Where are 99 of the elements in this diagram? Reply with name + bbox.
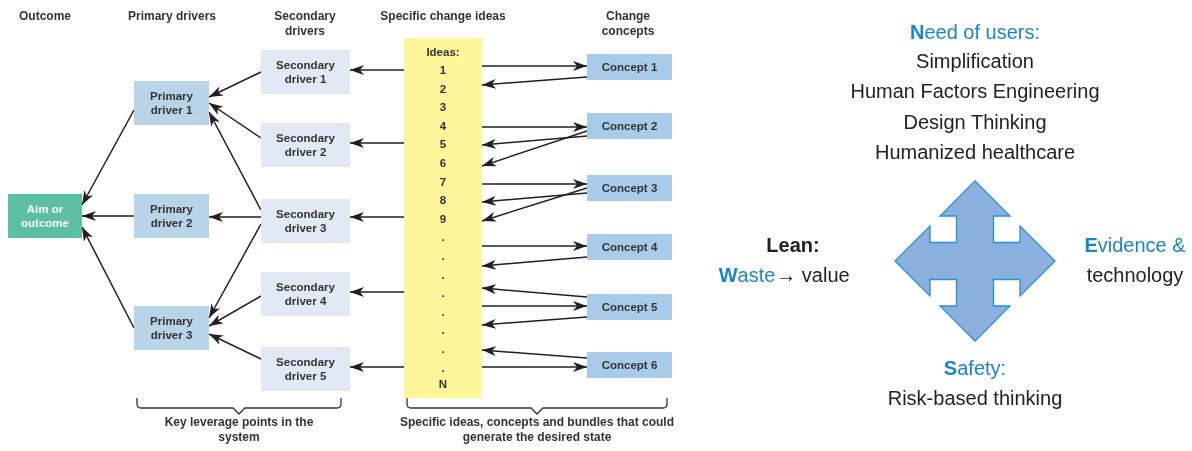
arrow [481, 130, 588, 167]
list-item: Humanized healthcare [873, 140, 1077, 164]
arrow [481, 284, 588, 298]
list-item: technology [1085, 263, 1185, 287]
concept-box [587, 113, 672, 139]
bracket-caption: Specific ideas, concepts and bundles that could generate the desired state [398, 415, 676, 445]
arrow [81, 226, 135, 329]
box-label: Secondary driver 2 [275, 131, 336, 159]
heading: Need of users: [908, 20, 1042, 44]
secondary-driver-box [261, 123, 350, 167]
box-label: Secondary driver 4 [275, 280, 336, 308]
box-label: Primary driver 2 [149, 202, 194, 230]
heading: Safety: [942, 356, 1008, 380]
heading: Evidence & [1083, 233, 1187, 257]
arrow [481, 346, 588, 359]
arrow [349, 287, 405, 297]
arrow [208, 111, 262, 211]
primary-driver-box [134, 306, 209, 350]
ideas-column [404, 38, 482, 398]
arrow [481, 301, 588, 311]
arrow [481, 122, 588, 132]
idea-number: 8 [438, 193, 448, 208]
arrow [349, 212, 405, 222]
idea-number: 6 [438, 156, 448, 170]
idea-number: 2 [438, 81, 448, 96]
arrow [349, 65, 405, 75]
concept-box [587, 54, 672, 80]
box-label: Concept 3 [601, 181, 658, 195]
idea-number: . [440, 267, 446, 282]
idea-number: . [440, 323, 446, 338]
outcome-box [8, 194, 82, 238]
list-item: Risk-based thinking [886, 386, 1064, 410]
idea-number: . [440, 286, 446, 301]
box-label: Concept 4 [601, 240, 658, 254]
arrow [208, 223, 262, 319]
secondary-driver-box [261, 50, 350, 94]
idea-number: . [440, 304, 446, 319]
secondary-driver-box [261, 347, 350, 391]
box-label: Aim or outcome [20, 202, 70, 230]
arrow [481, 135, 588, 149]
arrow [481, 187, 588, 222]
box-label: Concept 5 [601, 300, 658, 314]
arrow [208, 212, 262, 222]
box-label: Secondary driver 5 [275, 355, 336, 383]
arrow [481, 179, 588, 189]
list-item: Simplification [915, 49, 1035, 73]
arrow [81, 211, 135, 221]
column-heading: Change concepts [600, 9, 656, 39]
concept-box [587, 294, 672, 320]
box-label: Secondary driver 1 [275, 58, 336, 86]
idea-number: . [440, 342, 446, 356]
arrow [81, 109, 135, 206]
secondary-driver-box [261, 199, 350, 243]
list-item: Design Thinking [902, 110, 1048, 134]
arrow [208, 71, 262, 98]
bracket-caption: Key leverage points in the system [163, 415, 315, 445]
box-label: Concept 2 [601, 119, 658, 133]
heading: Waste [718, 263, 776, 287]
column-heading: Specific change ideas [379, 9, 507, 24]
idea-number: . [440, 230, 446, 245]
secondary-driver-box [261, 272, 350, 316]
idea-number: . [440, 249, 446, 263]
box-label: Secondary driver 3 [275, 207, 336, 235]
primary-driver-box [134, 194, 209, 238]
idea-number: 4 [438, 118, 448, 133]
arrow [481, 192, 588, 206]
arrow [481, 256, 588, 270]
idea-number: 3 [438, 100, 448, 115]
arrow [208, 102, 262, 139]
column-title: Ideas: [425, 45, 461, 59]
idea-number: . [440, 360, 446, 375]
arrow [481, 76, 588, 89]
primary-driver-box [134, 81, 209, 125]
column-heading: Secondary drivers [273, 9, 337, 39]
box-label: Primary driver 3 [149, 314, 194, 342]
idea-number: 1 [438, 63, 448, 77]
box-label: Concept 6 [601, 358, 658, 372]
concept-box [587, 352, 672, 378]
arrow [208, 295, 262, 327]
concept-box [587, 175, 672, 201]
box-label: Primary driver 1 [149, 89, 194, 117]
arrow [349, 138, 405, 148]
concept-box [587, 234, 672, 260]
list-item: → value [776, 263, 850, 287]
idea-number: 5 [438, 137, 448, 152]
column-heading: Primary drivers [127, 9, 217, 24]
idea-number: 9 [438, 211, 448, 226]
column-heading: Outcome [18, 9, 72, 24]
idea-number: 7 [438, 174, 448, 189]
heading: Lean: [765, 233, 821, 257]
idea-number: N [437, 377, 449, 391]
arrow [481, 61, 588, 71]
arrow [481, 316, 588, 329]
arrow [481, 362, 588, 372]
box-label: Concept 1 [601, 60, 658, 74]
arrow [349, 362, 405, 372]
arrow [481, 241, 588, 251]
list-item: Human Factors Engineering [849, 79, 1101, 103]
arrow [208, 333, 262, 360]
